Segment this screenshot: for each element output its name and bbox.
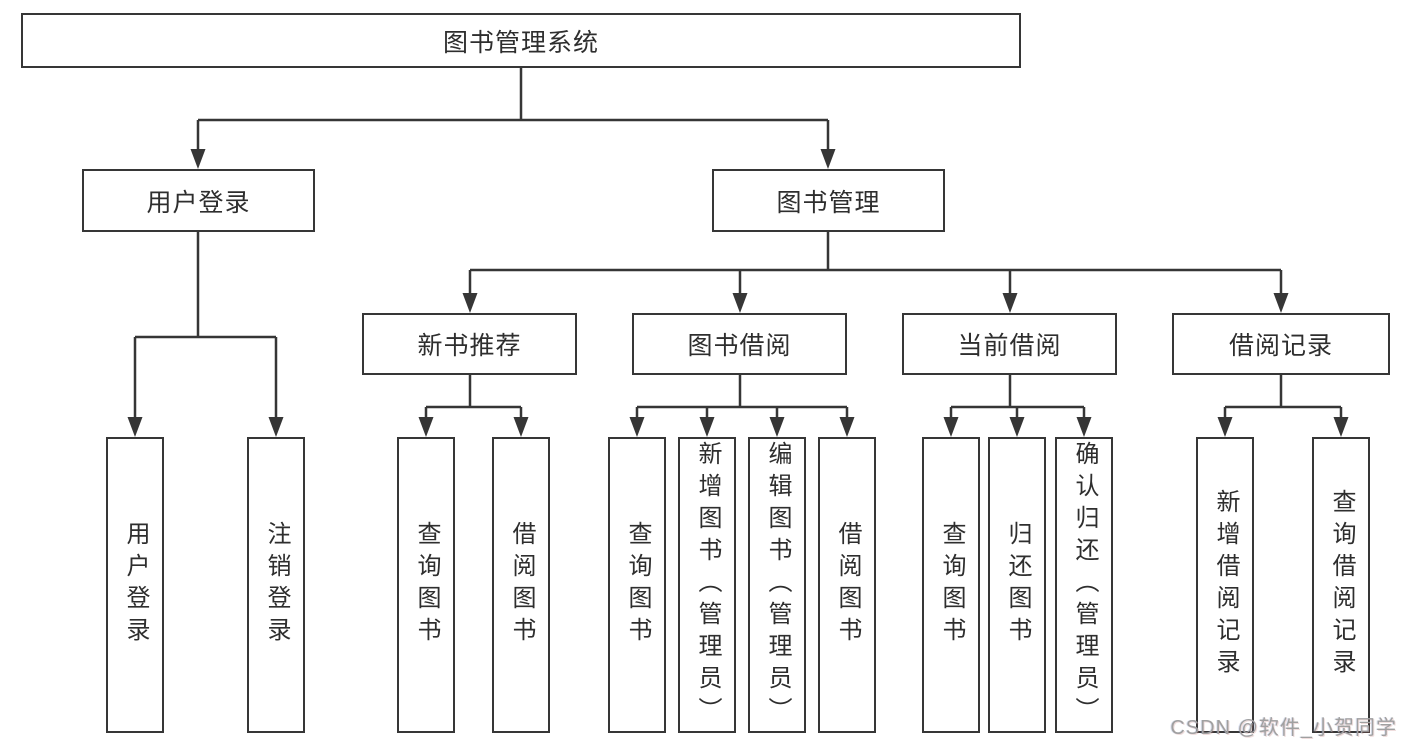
node-current-borrowing: 当前借阅	[902, 313, 1117, 375]
node-add-borrow-record: 新增借阅记录	[1196, 437, 1254, 733]
node-query-borrow-record: 查询借阅记录	[1312, 437, 1370, 733]
csdn-watermark: CSDN @软件_小贺同学	[1170, 717, 1397, 739]
node-borrow-books-recommend: 借阅图书	[492, 437, 550, 733]
node-edit-book-admin: 编辑图书（管理员）	[748, 437, 806, 733]
node-new-book-recommend: 新书推荐	[362, 313, 577, 375]
node-user-login-leaf: 用户登录	[106, 437, 164, 733]
node-book-borrowing: 图书借阅	[632, 313, 847, 375]
node-query-books-recommend: 查询图书	[397, 437, 455, 733]
node-borrow-records: 借阅记录	[1172, 313, 1390, 375]
node-query-books-current: 查询图书	[922, 437, 980, 733]
node-user-login: 用户登录	[82, 169, 315, 232]
node-logout-leaf: 注销登录	[247, 437, 305, 733]
node-query-books-borrow: 查询图书	[608, 437, 666, 733]
node-confirm-return-admin: 确认归还（管理员）	[1055, 437, 1113, 733]
node-root: 图书管理系统	[21, 13, 1021, 68]
node-book-management: 图书管理	[712, 169, 945, 232]
node-borrow-books: 借阅图书	[818, 437, 876, 733]
arrowheads	[127, 149, 1349, 437]
node-return-books: 归还图书	[988, 437, 1046, 733]
node-add-book-admin: 新增图书（管理员）	[678, 437, 736, 733]
